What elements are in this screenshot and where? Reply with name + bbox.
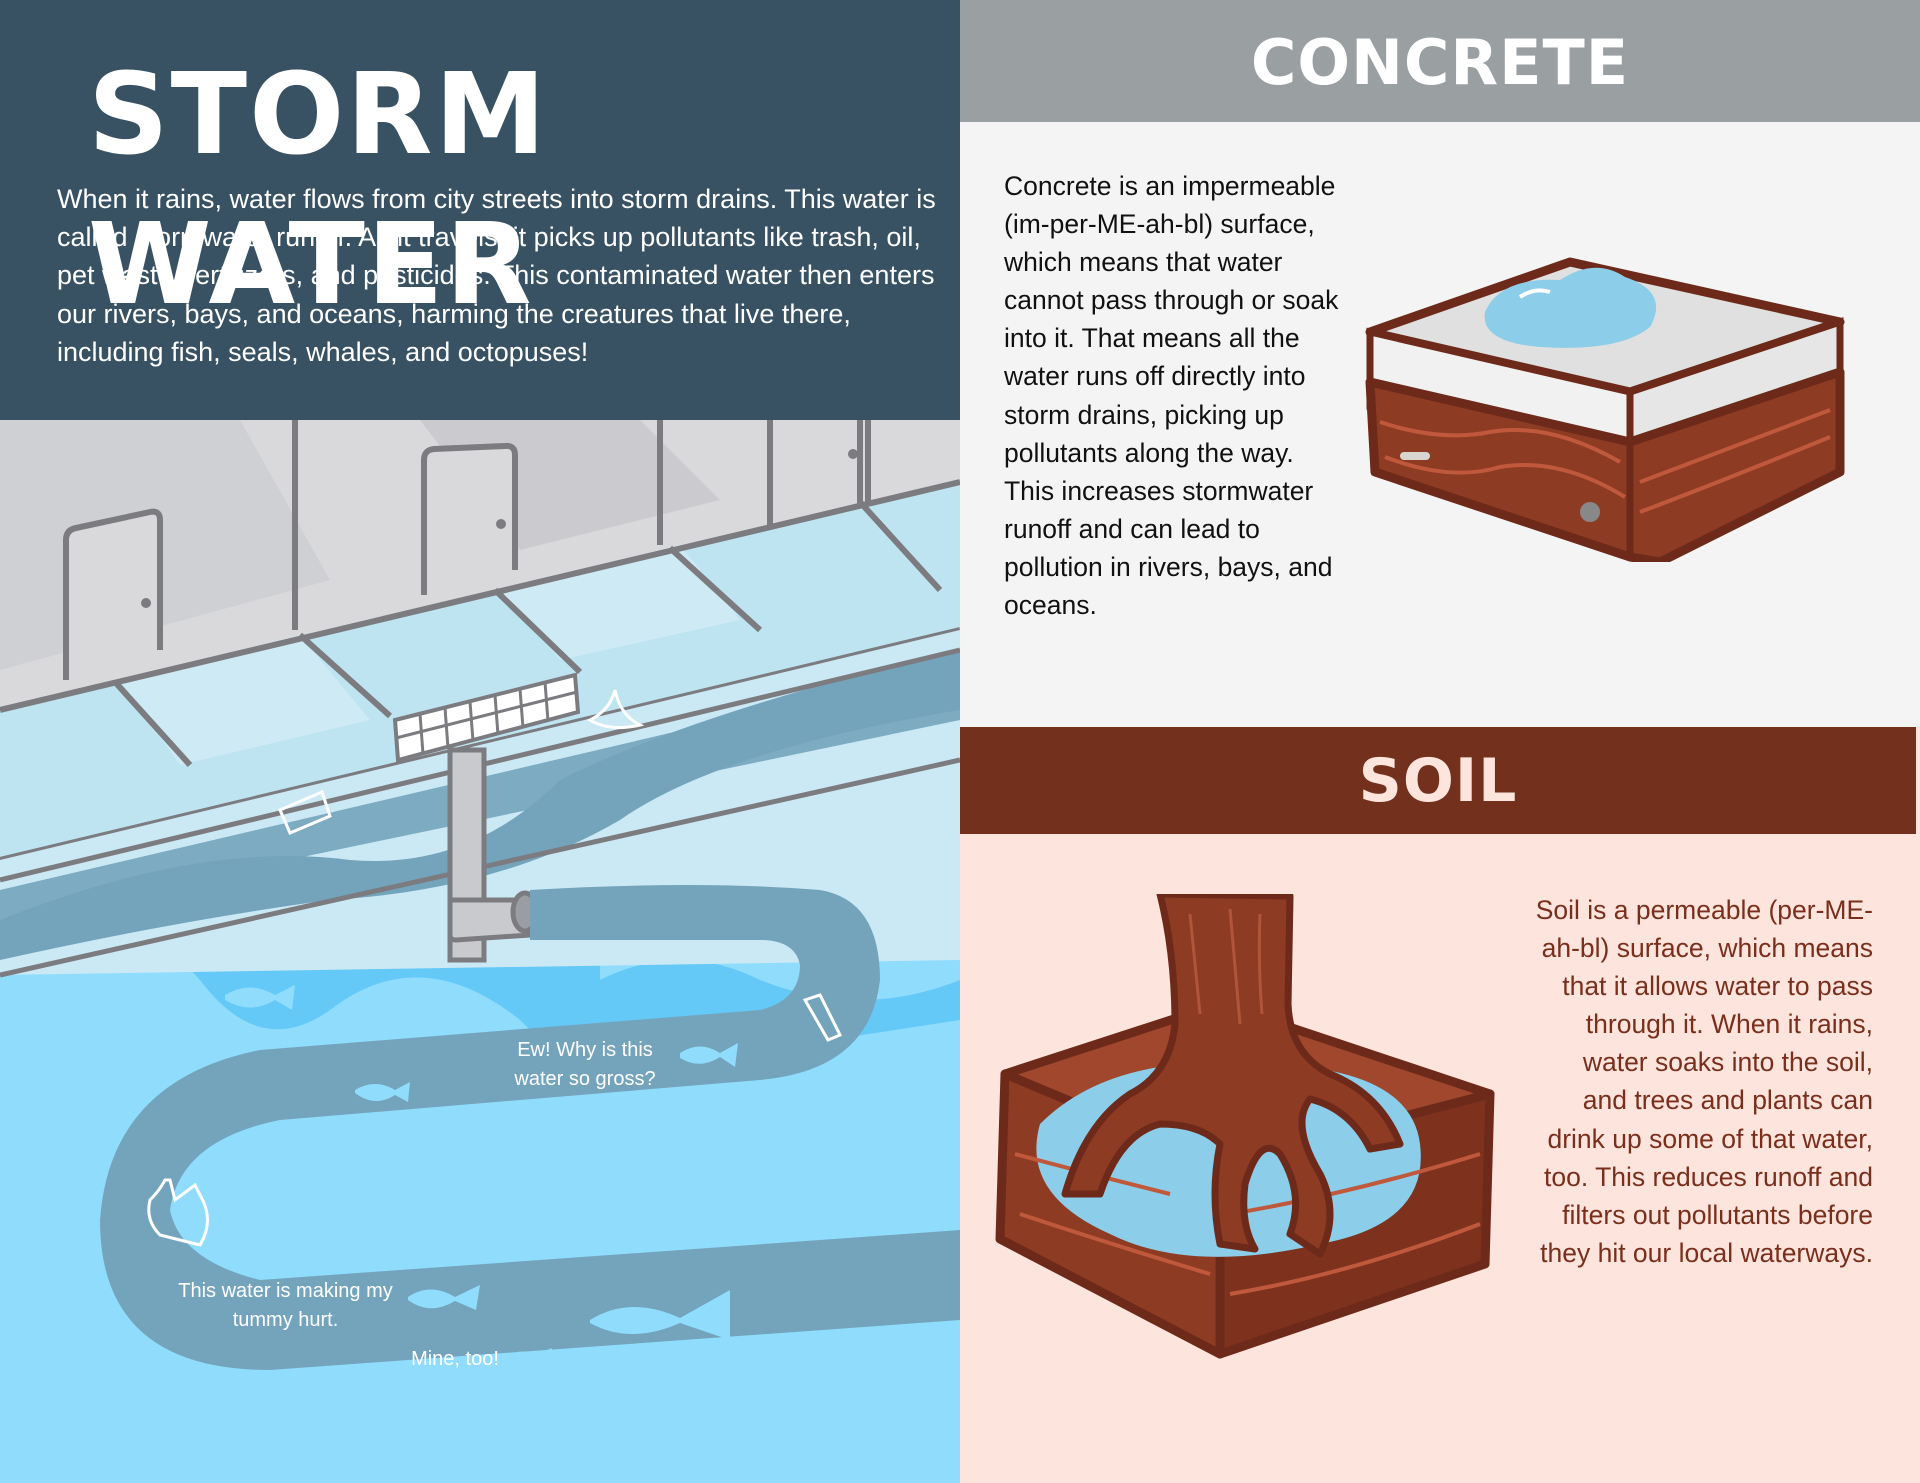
fish-icon [100, 1073, 142, 1088]
city-street-scene [0, 420, 960, 1483]
fish-icon [900, 1148, 942, 1163]
fish-icon [355, 1082, 410, 1102]
soil-title: SOIL [1358, 746, 1518, 816]
concrete-section: Concrete is an impermeable (im-per-ME-ah… [960, 122, 1920, 727]
storm-water-header: STORM WATER When it rains, water flows f… [0, 0, 960, 420]
soil-header: SOIL [960, 727, 1916, 834]
banana-peel-icon [586, 689, 645, 730]
wrapper-icon [278, 789, 332, 835]
fish-icon [55, 1135, 97, 1150]
storm-drain-grate [392, 672, 581, 763]
concrete-title: CONCRETE [1250, 26, 1630, 99]
bottle-icon [802, 993, 843, 1042]
fish-icon [510, 1348, 552, 1365]
fish-icon [760, 1430, 820, 1452]
sidewalk [0, 482, 960, 860]
concrete-header: CONCRETE [960, 0, 1920, 122]
polluted-runoff-river [100, 885, 960, 1370]
fish-icon [225, 985, 295, 1010]
plastic-bag-icon [147, 1178, 209, 1247]
concrete-description: Concrete is an impermeable (im-per-ME-ah… [1004, 171, 1339, 621]
fish-speech-bubble: This water is making my tummy hurt. [178, 1280, 393, 1331]
storm-water-description: When it rains, water flows from city str… [57, 184, 936, 367]
door [63, 508, 163, 680]
soil-block-illustration [995, 894, 1495, 1359]
page-edge [1916, 727, 1920, 834]
runoff-stream [0, 650, 960, 960]
soil-description: Soil is a permeable (per-ME-ah-bl) surfa… [1535, 895, 1873, 1268]
drain-pipe [447, 747, 540, 963]
storm-drain-illustration: Ew! Why is this water so gross? This wat… [0, 420, 960, 1483]
fish-icon [408, 1285, 480, 1310]
storm-water-title: STORM WATER [88, 50, 548, 330]
door [421, 442, 518, 595]
tree-roots [1061, 894, 1404, 1258]
fish-icon [680, 1043, 738, 1067]
fish-speech-bubble: Mine, too! [411, 1348, 499, 1370]
concrete-block-illustration [1365, 257, 1845, 562]
fish-speech-bubble: Ew! Why is this water so gross? [514, 1039, 656, 1090]
soil-section: Soil is a permeable (per-ME-ah-bl) surfa… [960, 834, 1920, 1483]
fish-group [55, 985, 942, 1452]
fish-icon [590, 1290, 730, 1340]
trash-items [147, 689, 843, 1247]
